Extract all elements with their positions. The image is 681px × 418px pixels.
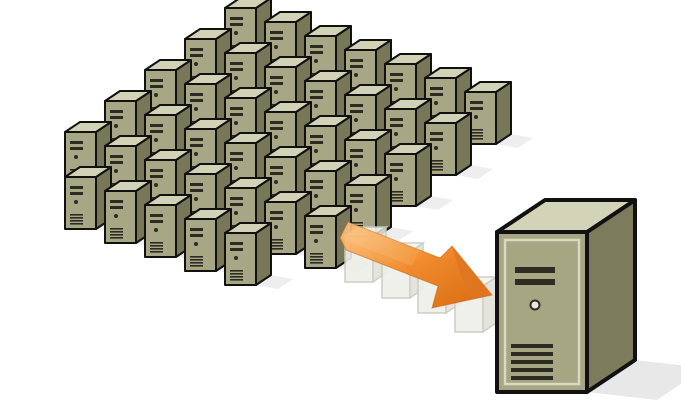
power-button-icon <box>531 301 540 310</box>
server-tower-icon <box>465 82 533 148</box>
server-grid <box>65 0 533 289</box>
drive-bay <box>515 279 555 285</box>
vent-slot <box>511 368 553 372</box>
drive-bay <box>515 267 555 273</box>
vent-slot <box>511 352 553 356</box>
target-server-icon <box>497 200 681 400</box>
vent-slot <box>511 344 553 348</box>
vent-slot <box>511 360 553 364</box>
vent-slot <box>511 376 553 380</box>
